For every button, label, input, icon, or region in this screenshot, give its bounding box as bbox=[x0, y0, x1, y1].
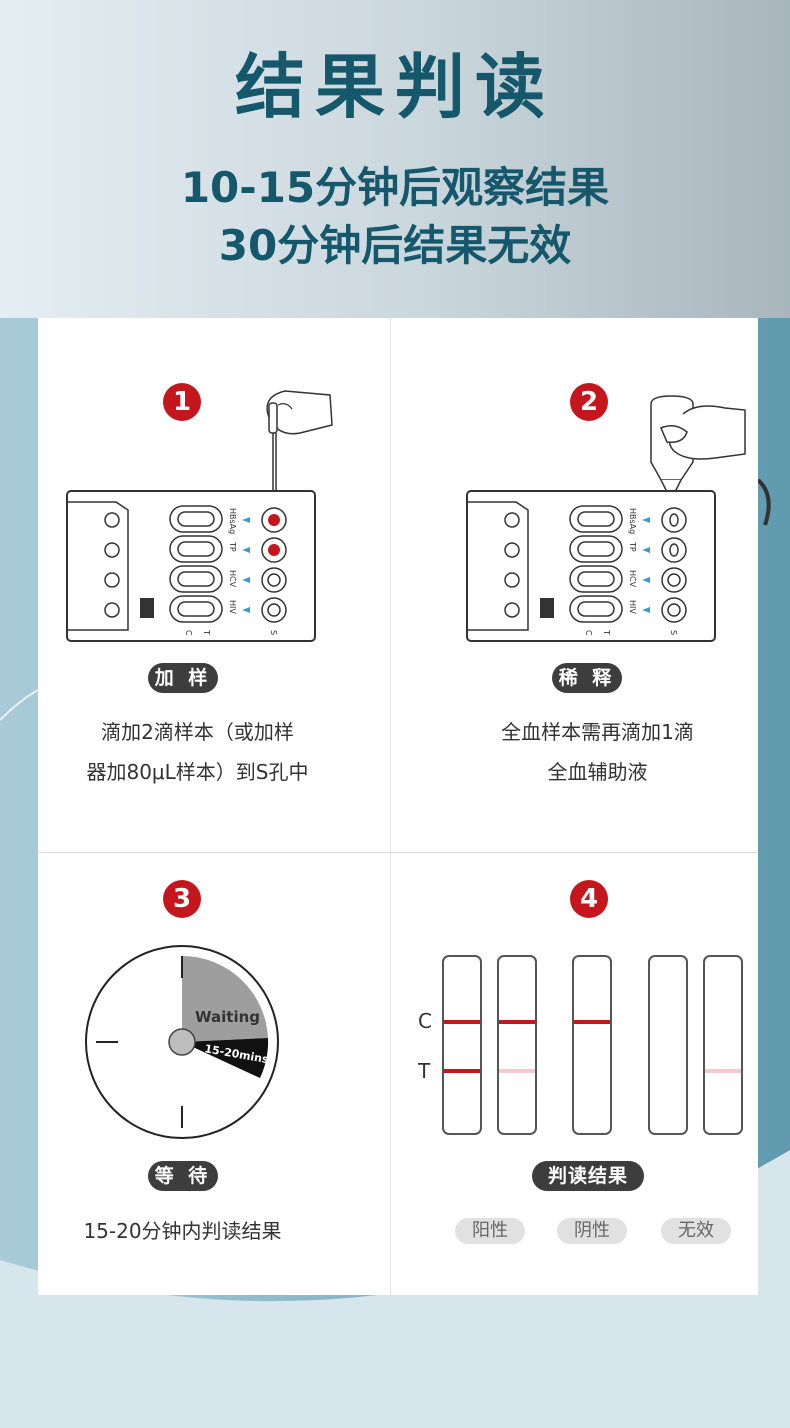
subtitle-invalid-time: 30分钟后结果无效 bbox=[218, 221, 572, 270]
horizontal-divider bbox=[38, 852, 758, 853]
well-label: TP bbox=[628, 541, 637, 552]
strip-positive-weak bbox=[497, 955, 537, 1135]
label-c: C bbox=[584, 630, 593, 636]
c-line bbox=[499, 1020, 535, 1024]
well-label: HBsAg bbox=[228, 508, 237, 534]
strip-invalid-blank bbox=[648, 955, 688, 1135]
result-positive-badge: 阳性 bbox=[455, 1218, 525, 1244]
strip-t-label: T bbox=[417, 1059, 431, 1083]
result-invalid-badge: 无效 bbox=[661, 1218, 731, 1244]
label-c: C bbox=[184, 630, 193, 636]
header: 结果判读 10-15分钟后观察结果 30分钟后结果无效 bbox=[0, 0, 790, 318]
strip-invalid-t bbox=[703, 955, 743, 1135]
step-2-number: 2 bbox=[570, 383, 608, 421]
faint-t-line bbox=[705, 1069, 741, 1073]
faint-t-line bbox=[499, 1069, 535, 1073]
strip-negative bbox=[572, 955, 612, 1135]
t-line bbox=[444, 1069, 480, 1073]
step-3-desc: 15-20分钟内判读结果 bbox=[83, 1219, 282, 1243]
step-2-desc-line2: 全血辅助液 bbox=[547, 760, 648, 784]
strip-positive bbox=[442, 955, 482, 1135]
vertical-divider bbox=[390, 318, 391, 1295]
step-3-number: 3 bbox=[163, 880, 201, 918]
label-s: S bbox=[669, 630, 678, 635]
diluent-bottle-illustration bbox=[650, 395, 746, 493]
step-3-label: 等 待 bbox=[148, 1161, 218, 1191]
well-label: HIV bbox=[228, 600, 237, 614]
step-1-number: 1 bbox=[163, 383, 201, 421]
well-label: HCV bbox=[628, 570, 637, 588]
result-strips-diagram: C T bbox=[417, 955, 743, 1135]
c-line bbox=[444, 1020, 480, 1024]
step-1-desc-line2: 器加80μL样本）到S孔中 bbox=[86, 760, 309, 784]
c-line bbox=[574, 1020, 610, 1024]
step-4-label: 判读结果 bbox=[532, 1161, 644, 1191]
timer-clock-icon: Waiting 15-20mins bbox=[85, 945, 279, 1139]
test-cassette-step1: HBsAg TP HCV HIV C T S bbox=[66, 490, 316, 642]
subtitle-observe-time: 10-15分钟后观察结果 bbox=[180, 163, 610, 212]
waiting-text: Waiting bbox=[195, 1008, 260, 1026]
step-2-desc-line1: 全血样本需再滴加1滴 bbox=[501, 720, 694, 744]
well-label: TP bbox=[228, 541, 237, 552]
well-label: HIV bbox=[628, 600, 637, 614]
step-1-label: 加 样 bbox=[148, 663, 218, 693]
step-2-label: 稀 释 bbox=[552, 663, 622, 693]
strip-c-label: C bbox=[418, 1009, 432, 1033]
test-cassette-step2: HBsAg TP HCV HIV C T S bbox=[466, 490, 716, 642]
step-4-number: 4 bbox=[570, 880, 608, 918]
label-t: T bbox=[602, 629, 611, 635]
label-s: S bbox=[269, 630, 278, 635]
dropper-illustration bbox=[266, 390, 333, 523]
label-t: T bbox=[202, 629, 211, 635]
step-1-desc-line1: 滴加2滴样本（或加样 bbox=[101, 720, 294, 744]
well-label: HCV bbox=[228, 570, 237, 588]
page-title: 结果判读 bbox=[235, 46, 555, 128]
well-label: HBsAg bbox=[628, 508, 637, 534]
result-negative-badge: 阴性 bbox=[557, 1218, 627, 1244]
